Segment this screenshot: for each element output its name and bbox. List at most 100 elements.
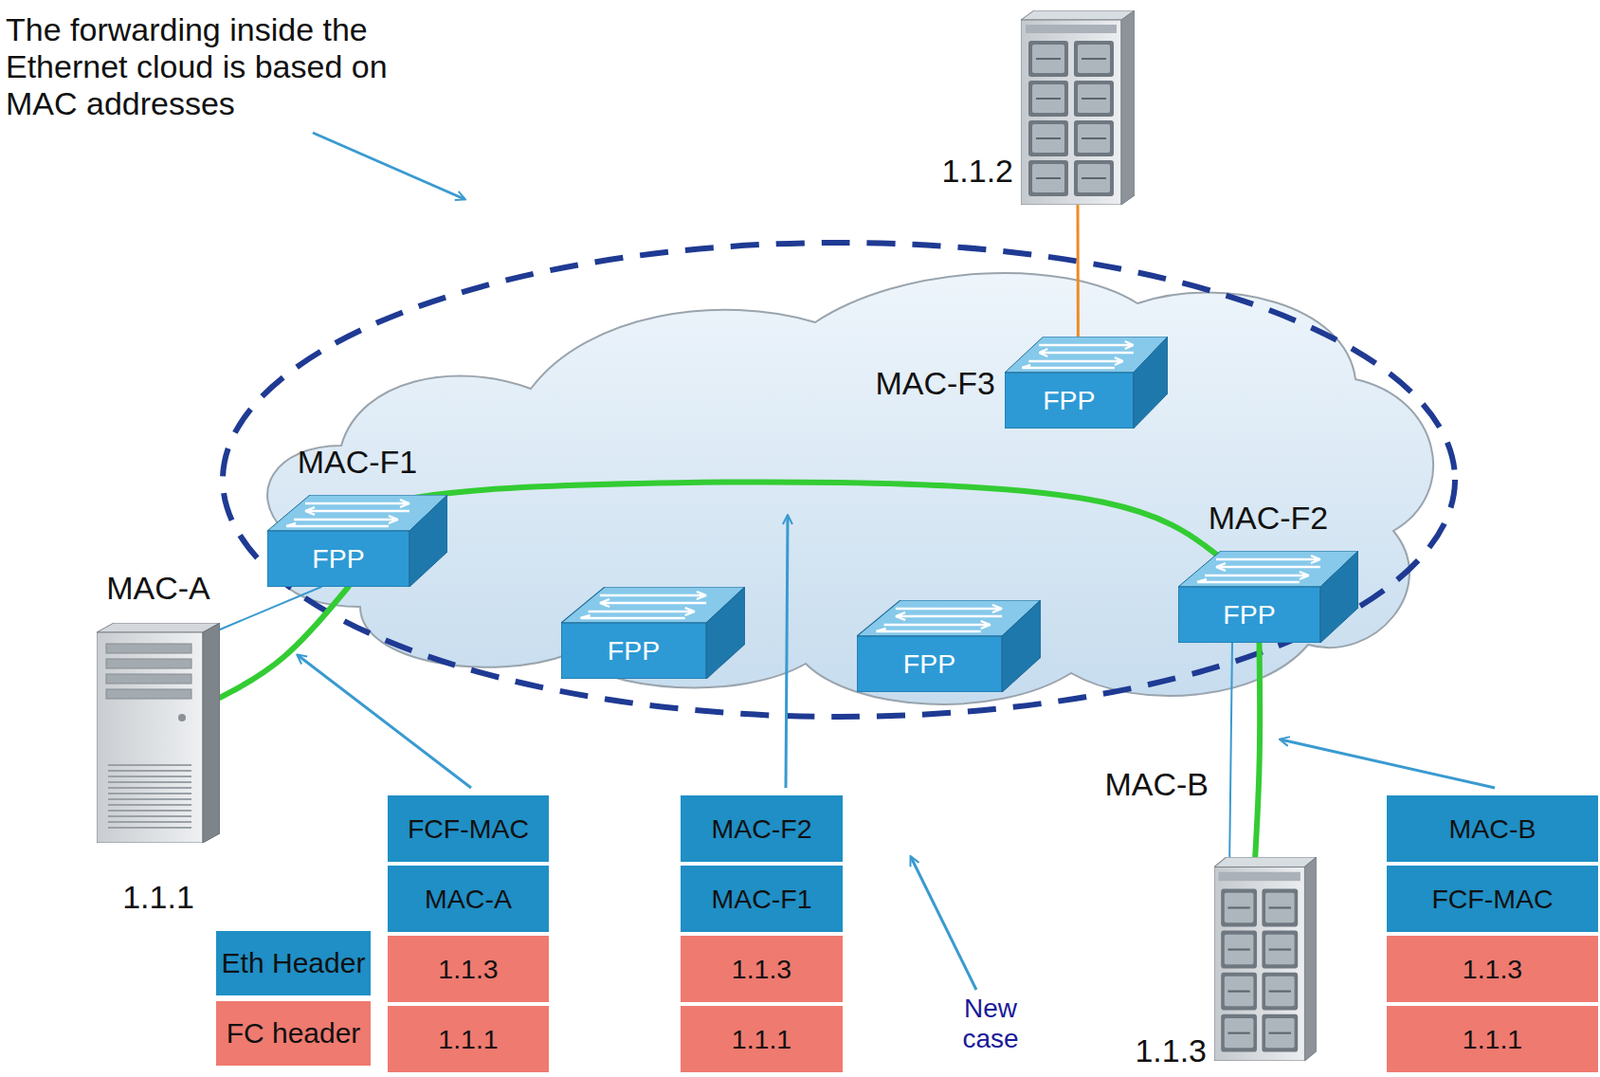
vent-line — [108, 775, 192, 778]
vent-line — [108, 786, 192, 789]
switch-front — [1178, 586, 1321, 643]
disk-bay — [1028, 80, 1069, 117]
vent-line — [108, 781, 192, 783]
vent-line — [108, 803, 192, 806]
switch-arrow — [600, 591, 707, 600]
disk-face — [1265, 976, 1295, 1006]
switch-arrow — [875, 628, 981, 632]
server-icon — [96, 622, 220, 843]
disk-bay — [1261, 1014, 1298, 1053]
disk-handle — [1081, 97, 1107, 100]
switch-side — [1001, 600, 1041, 692]
switch-arrow — [286, 523, 389, 527]
disk-bay — [1220, 930, 1257, 969]
disk-handle — [1227, 990, 1250, 993]
vent-line — [108, 820, 192, 823]
disk-handle — [1081, 177, 1107, 180]
switch-node: FPP — [856, 600, 1041, 692]
drive-slot — [106, 643, 192, 654]
disk-handle — [1269, 1032, 1291, 1035]
switch-arrow — [1216, 563, 1321, 571]
disk-handle — [1227, 906, 1250, 909]
device-label: FPP — [1004, 372, 1134, 429]
disk-bay — [1073, 40, 1114, 77]
switch-side — [1133, 336, 1168, 429]
disk-bay — [1220, 972, 1257, 1011]
eth-header-field: FCF-MAC — [1384, 863, 1600, 934]
header-stack: FCF-MACMAC-A1.1.31.1.1 — [385, 793, 551, 1074]
storage-top — [1214, 856, 1317, 867]
disk-handle — [1269, 990, 1291, 993]
switch-arrow — [1216, 555, 1321, 564]
ethernet-link — [1229, 642, 1233, 857]
eth-header-field: MAC-A — [385, 863, 551, 934]
disk-handle — [1227, 947, 1250, 950]
callout-arrow — [1280, 739, 1495, 788]
disk-bay — [1028, 120, 1069, 157]
fc-header-field: 1.1.3 — [1384, 933, 1600, 1004]
address-label: MAC-B — [1073, 765, 1209, 803]
ethernet-link — [219, 586, 322, 630]
disk-bay — [1220, 1014, 1257, 1053]
switch-arrow — [1197, 579, 1300, 582]
disk-bay — [1261, 930, 1298, 969]
switch-side — [1320, 550, 1359, 643]
mac-label: MAC-F2 — [1168, 499, 1368, 537]
vent-line — [108, 763, 192, 766]
ethernet-cloud — [267, 272, 1434, 705]
disk-handle — [1036, 177, 1061, 180]
disk-face — [1224, 934, 1255, 964]
switch-node: FPP — [561, 586, 746, 679]
storage-side — [1304, 856, 1317, 1061]
address-label: MAC-A — [77, 569, 239, 607]
eth-header-field: MAC-F2 — [678, 793, 845, 864]
disk-face — [1077, 124, 1110, 153]
mac-label: MAC-F3 — [824, 364, 996, 402]
device-label: FPP — [561, 622, 707, 679]
disk-face — [1032, 84, 1065, 113]
disk-handle — [1036, 57, 1061, 60]
legend-swatch: Eth Header — [214, 928, 373, 998]
switch-arrow — [1038, 341, 1134, 349]
storage-band — [1218, 872, 1301, 881]
disk-face — [1224, 1018, 1255, 1048]
switch-arrow — [895, 604, 1002, 613]
disk-bay — [1261, 972, 1298, 1011]
fc-header-field: 1.1.3 — [385, 933, 551, 1004]
callout-note: The forwarding inside the Ethernet cloud… — [5, 11, 461, 123]
frame-path — [1254, 642, 1260, 857]
storage-top — [1020, 10, 1135, 20]
disk-face — [1077, 163, 1110, 193]
switch-front — [267, 530, 410, 587]
switch-arrow — [1021, 364, 1115, 368]
vent-line — [108, 815, 192, 818]
disk-face — [1077, 44, 1110, 73]
legend-text: FC header — [226, 1017, 362, 1050]
address-label: 1.1.2 — [914, 152, 1014, 190]
fabric-boundary — [222, 242, 1455, 717]
switch-arrow — [884, 620, 991, 629]
disk-bay — [1261, 889, 1298, 928]
switch-arrow — [588, 607, 695, 616]
disk-face — [1032, 163, 1065, 193]
address-label: 1.1.3 — [1108, 1033, 1207, 1069]
switch-arrow — [580, 615, 685, 619]
fc-header-field: 1.1.3 — [678, 933, 845, 1004]
server-side — [202, 622, 220, 843]
storage-icon — [1214, 856, 1317, 1061]
disk-bay — [1073, 120, 1114, 157]
disk-bay — [1028, 160, 1069, 197]
fc-header-field: 1.1.1 — [385, 1003, 551, 1074]
vent-line — [108, 792, 192, 795]
switch-arrow — [305, 507, 410, 515]
switch-arrow — [1204, 571, 1310, 580]
frame-path — [219, 586, 349, 698]
switch-arrow — [1028, 357, 1124, 365]
switch-front — [561, 622, 707, 679]
callout-note: New case — [943, 993, 1038, 1055]
disk-face — [1265, 934, 1295, 964]
fc-link — [1076, 204, 1080, 340]
device-label: FPP — [267, 530, 410, 587]
storage-node: MAC-B1.1.3 — [1214, 856, 1317, 1061]
disk-face — [1265, 1018, 1295, 1048]
